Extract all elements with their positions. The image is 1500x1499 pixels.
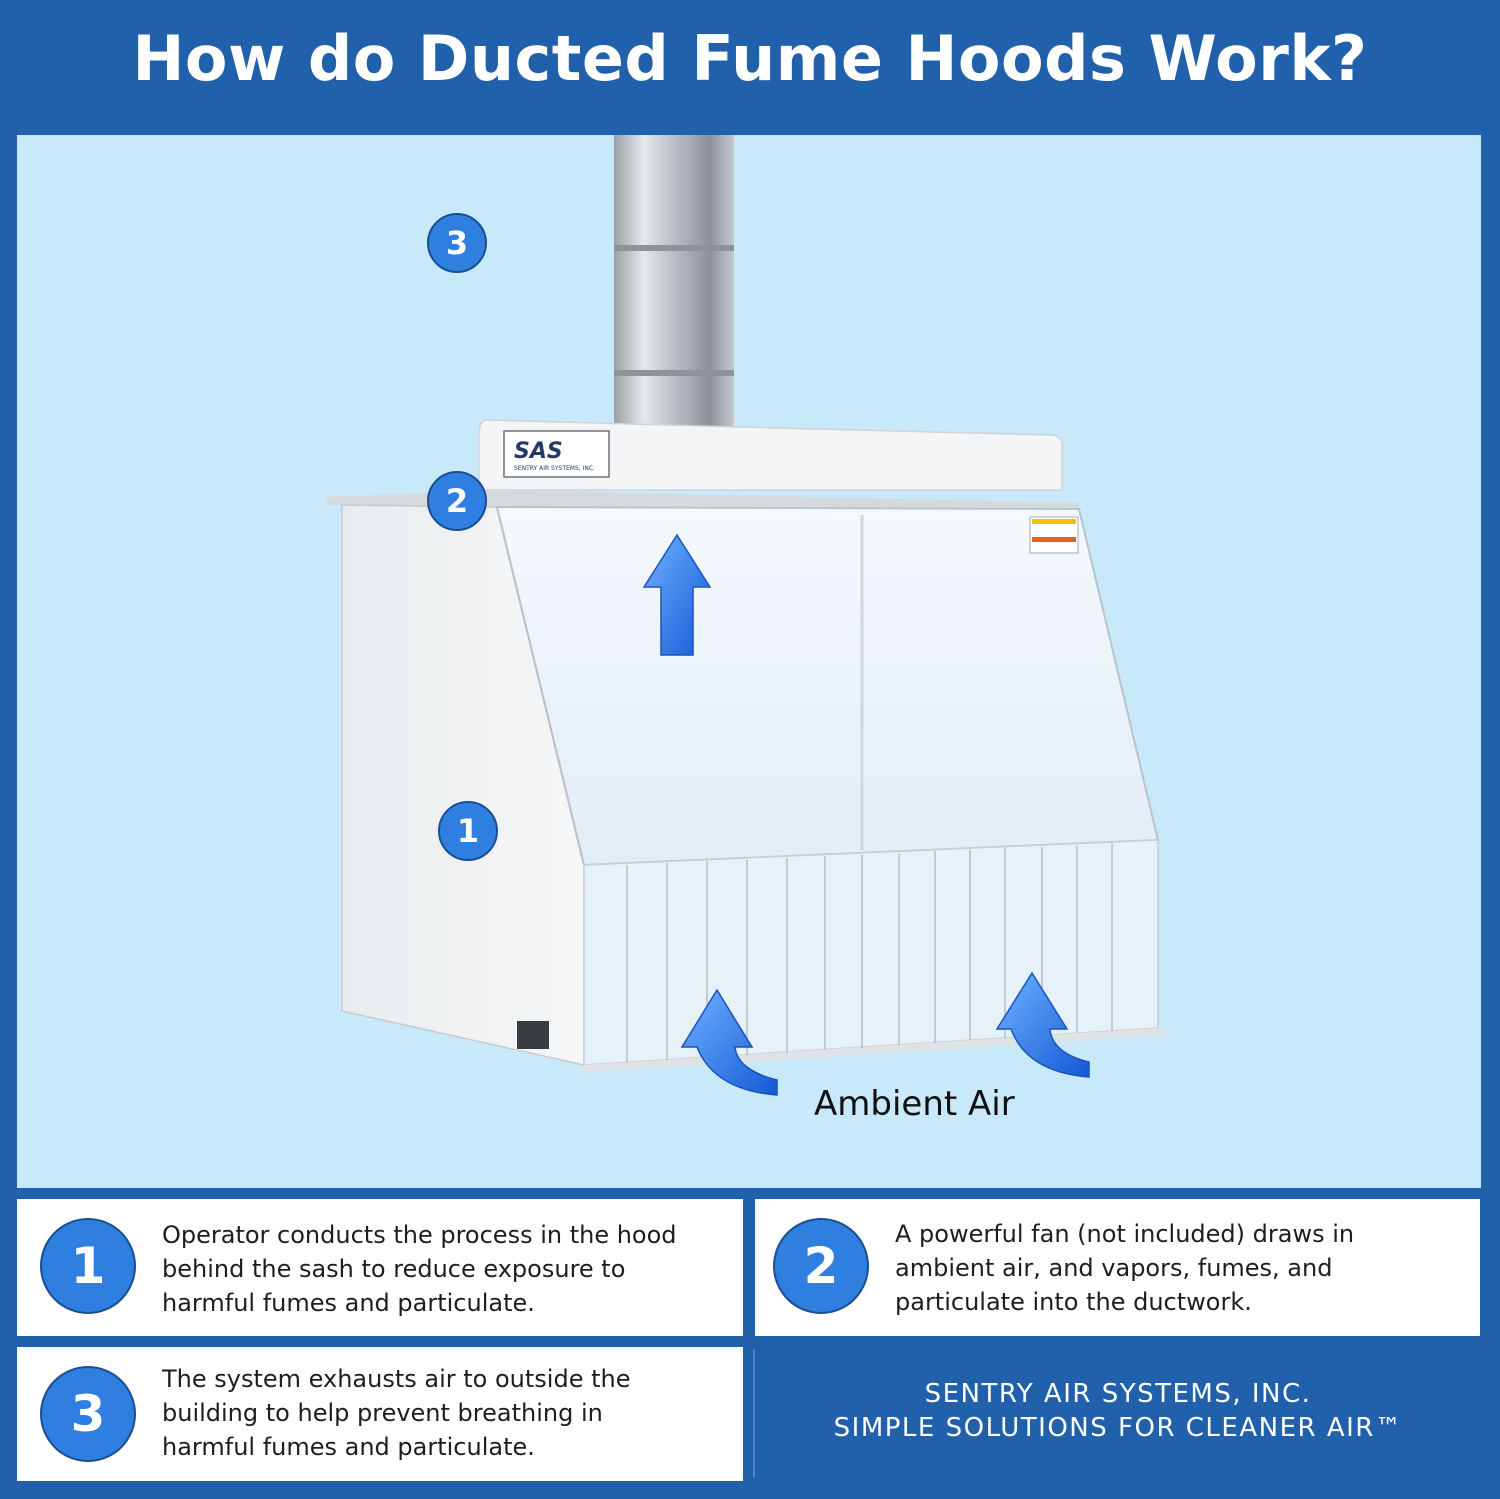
step-line: ambient air, and vapors, fumes, and [895, 1254, 1333, 1282]
step-line: The system exhausts air to outside the [162, 1365, 631, 1393]
step-number-badge: 3 [40, 1366, 136, 1462]
ambient-air-arrow-right [995, 971, 1090, 1078]
company-name: SENTRY AIR SYSTEMS, INC. [924, 1379, 1312, 1409]
step-card-1: 1 Operator conducts the process in the h… [17, 1199, 743, 1336]
step-number-badge: 2 [773, 1218, 869, 1314]
company-tagline: SIMPLE SOLUTIONS FOR CLEANER AIR™ [833, 1413, 1403, 1443]
fume-hood-drawing: SAS SENTRY AIR SYSTEMS, INC. [327, 135, 1172, 1096]
step-number-badge: 1 [40, 1218, 136, 1314]
ambient-air-arrow-left [680, 988, 778, 1096]
hood-top: SAS SENTRY AIR SYSTEMS, INC. [327, 419, 1079, 509]
step-line: behind the sash to reduce exposure to [162, 1255, 626, 1283]
step-line: particulate into the ductwork. [895, 1288, 1252, 1316]
step-description: A powerful fan (not included) draws in a… [895, 1217, 1354, 1319]
step-description: The system exhausts air to outside the b… [162, 1362, 630, 1464]
step-line: building to help prevent breathing in [162, 1399, 603, 1427]
hood-work-opening [577, 839, 1172, 1073]
step-description: Operator conducts the process in the hoo… [162, 1218, 677, 1320]
diagram-marker-2: 2 [427, 471, 487, 531]
sash-window [495, 505, 1160, 867]
step-card-3: 3 The system exhausts air to outside the… [17, 1347, 743, 1481]
footer-divider [753, 1350, 755, 1478]
step-line: harmful fumes and particulate. [162, 1289, 535, 1317]
step-line: harmful fumes and particulate. [162, 1433, 535, 1461]
exhaust-duct [614, 135, 734, 435]
sas-logo: SAS SENTRY AIR SYSTEMS, INC. [514, 439, 595, 472]
airflow-up-arrow [642, 533, 712, 656]
fume-hood-illustration: SAS SENTRY AIR SYSTEMS, INC. [17, 135, 1481, 1188]
ambient-air-label: Ambient Air [814, 1084, 1015, 1124]
svg-text:SENTRY AIR SYSTEMS, INC.: SENTRY AIR SYSTEMS, INC. [514, 465, 595, 472]
page-title: How do Ducted Fume Hoods Work? [132, 22, 1368, 95]
step-line: A powerful fan (not included) draws in [895, 1220, 1355, 1248]
diagram-marker-3: 3 [427, 213, 487, 273]
svg-text:SAS: SAS [514, 439, 563, 464]
step-line: Operator conducts the process in the hoo… [162, 1221, 677, 1249]
diagram-marker-1: 1 [438, 801, 498, 861]
step-card-2: 2 A powerful fan (not included) draws in… [755, 1199, 1480, 1336]
company-footer: SENTRY AIR SYSTEMS, INC. SIMPLE SOLUTION… [756, 1347, 1480, 1481]
